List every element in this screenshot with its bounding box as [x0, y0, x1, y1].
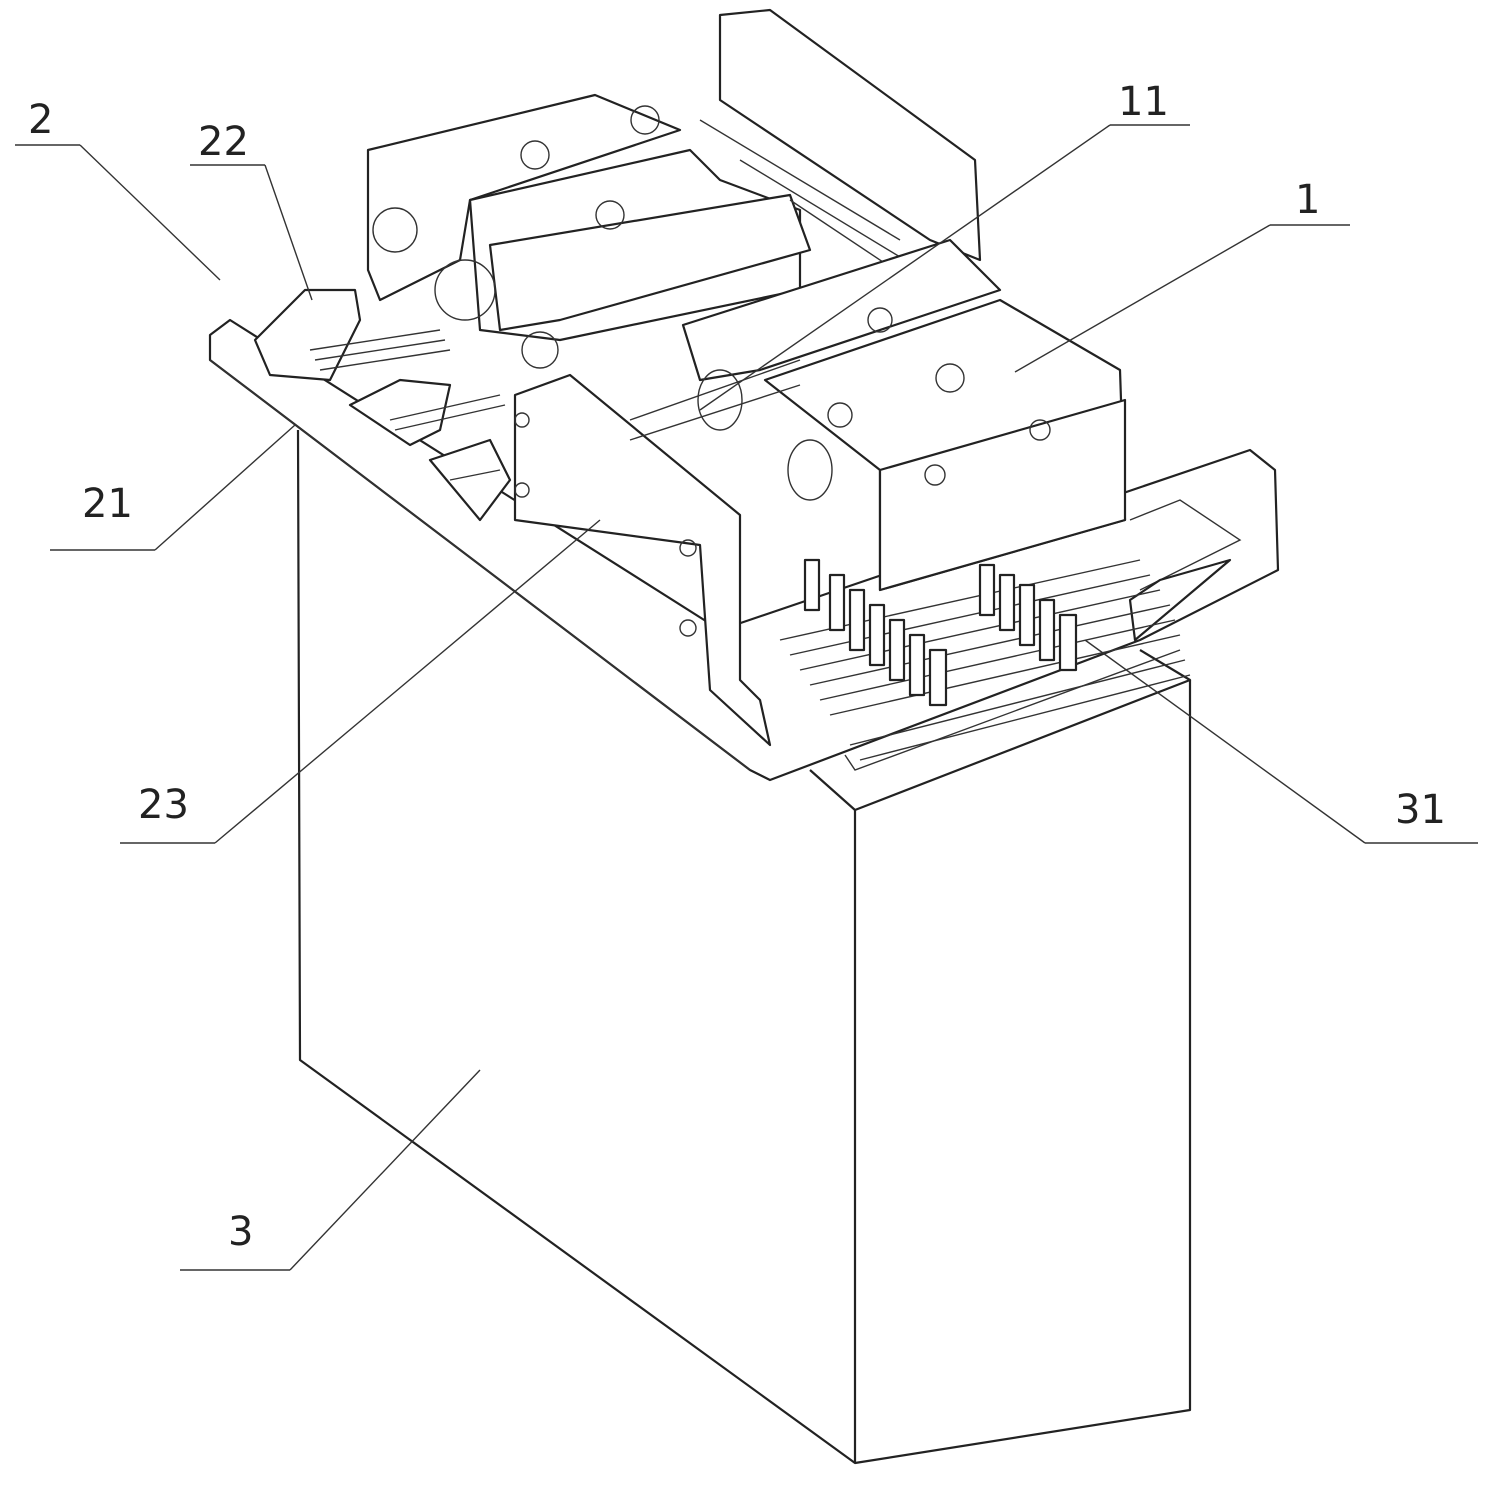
label-2: 2	[28, 100, 53, 140]
label-3: 3	[228, 1212, 253, 1252]
label-22: 22	[198, 122, 249, 162]
label-23: 23	[138, 785, 189, 825]
label-31: 31	[1395, 790, 1446, 830]
label-21: 21	[82, 484, 133, 524]
label-11: 11	[1118, 82, 1169, 122]
label-1: 1	[1295, 180, 1320, 220]
